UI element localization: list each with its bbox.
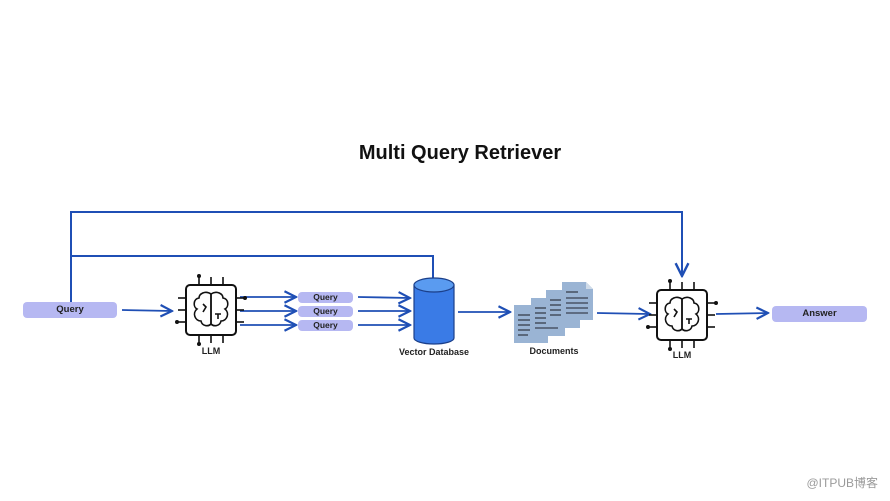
answer-node: Answer [772, 306, 867, 322]
llm-right-brain-chip-icon [645, 278, 719, 352]
llm-left-brain-chip-icon [174, 273, 248, 347]
query-to-database-line [71, 255, 433, 292]
arrow-documents-to-llm [596, 313, 650, 314]
generated-query-1: Query [298, 292, 353, 303]
watermark: @ITPUB博客 [806, 476, 878, 490]
llm-right-label: LLM [672, 350, 692, 360]
diagram-title: Multi Query Retriever [358, 142, 562, 164]
query-input-node: Query [23, 302, 117, 318]
documents-stack-icon [514, 282, 593, 343]
arrow-query-to-llm [121, 310, 172, 311]
database-cylinder-icon [413, 277, 455, 345]
documents-label: Documents [529, 346, 579, 356]
arrow-llm-to-answer [715, 313, 768, 314]
llm-left-label: LLM [201, 346, 221, 356]
arrow-query-1-to-db [357, 297, 410, 298]
generated-query-3: Query [298, 320, 353, 331]
vector-database-label: Vector Database [398, 347, 470, 357]
generated-query-2: Query [298, 306, 353, 317]
